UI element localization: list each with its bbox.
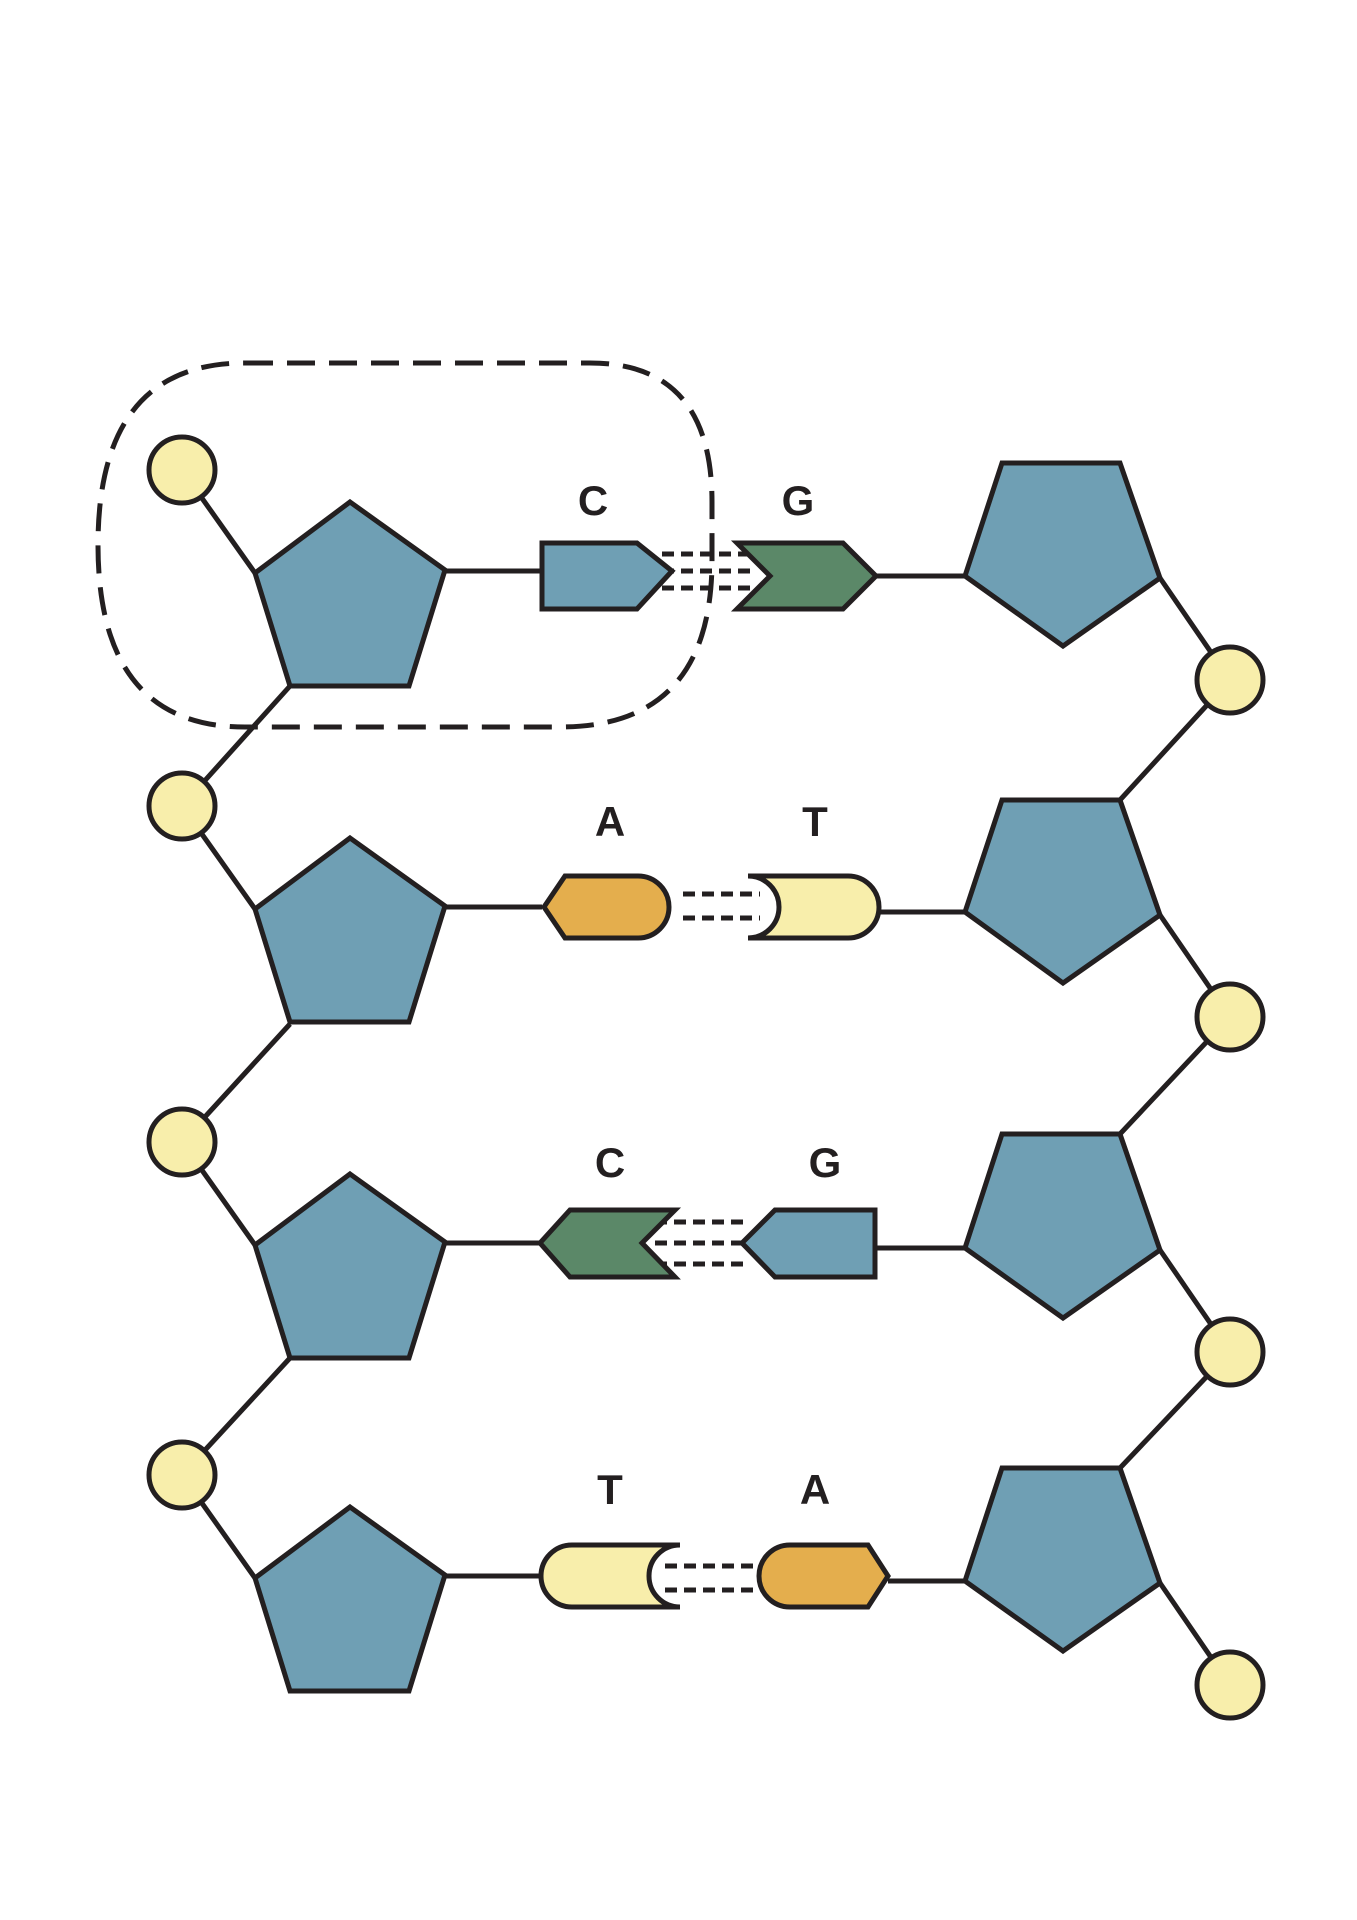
sugar-pentagon (962, 797, 1163, 987)
guanine-base (730, 540, 880, 612)
left-sugars (252, 498, 448, 1694)
base-labels: C G A T C G T A (578, 477, 842, 1513)
bond-pair-4 (665, 1563, 755, 1593)
base-label-right-2: T (802, 798, 828, 845)
phosphate-circle (146, 1106, 218, 1178)
thymine-base (538, 1542, 681, 1610)
adenine-base (756, 1542, 891, 1610)
phosphate-circle (146, 434, 218, 506)
guanine-base (536, 1207, 682, 1280)
bond-pair-3 (655, 1219, 748, 1267)
sugar-pentagon (252, 1503, 448, 1694)
nucleotide-outline (95, 360, 715, 730)
sugar-pentagon (962, 1465, 1163, 1655)
bond-pair-1 (662, 551, 752, 591)
cytosine-base (738, 1207, 878, 1280)
left-phosphates (146, 434, 218, 1511)
phosphate-circle (1194, 1316, 1266, 1388)
phosphate-circle (146, 770, 218, 842)
adenine-base (540, 873, 672, 941)
base-label-right-4: A (800, 1466, 830, 1513)
base-label-left-1: C (578, 477, 608, 524)
sugar-pentagon (252, 498, 448, 689)
phosphate-circle (1194, 1649, 1266, 1721)
bond-pair-2 (683, 891, 760, 921)
right-phosphates (1194, 644, 1266, 1721)
base-label-right-3: G (809, 1139, 842, 1186)
sugar-pentagon (252, 1170, 448, 1361)
phosphate-circle (1194, 644, 1266, 716)
base-label-left-2: A (595, 798, 625, 845)
bases (536, 540, 891, 1610)
base-label-left-4: T (597, 1466, 623, 1513)
sugar-pentagon (962, 1131, 1163, 1322)
cytosine-base (539, 540, 676, 612)
thymine-base (747, 873, 882, 941)
right-sugars (962, 460, 1163, 1655)
hydrogen-bonds (655, 551, 760, 1593)
sugar-pentagon (962, 460, 1163, 650)
base-label-left-3: C (595, 1139, 625, 1186)
sugar-pentagon (252, 834, 448, 1025)
phosphate-circle (146, 1439, 218, 1511)
phosphate-circle (1194, 981, 1266, 1053)
base-label-right-1: G (782, 477, 815, 524)
